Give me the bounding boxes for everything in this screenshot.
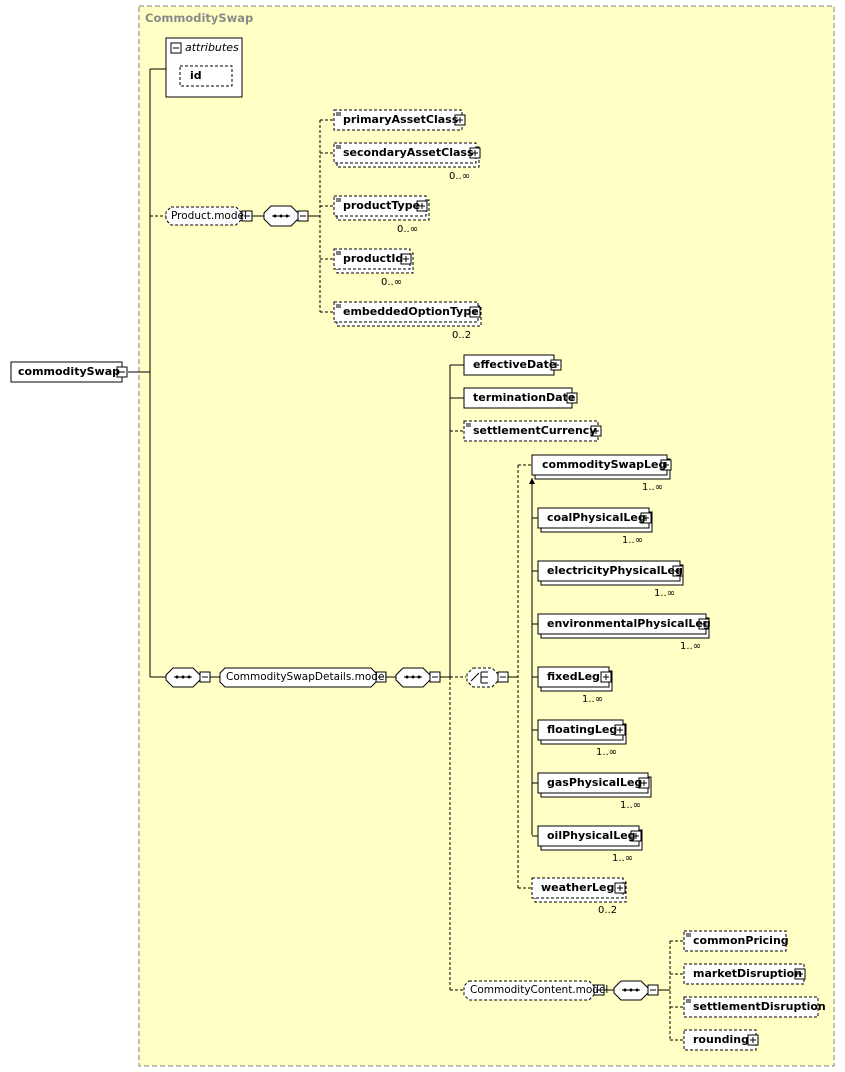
id-attribute-box[interactable] — [179, 65, 233, 87]
embeddedoptiontype-box[interactable] — [333, 301, 479, 323]
primaryassetclass-label: primaryAssetClass — [343, 113, 459, 126]
product-model-group[interactable] — [165, 206, 242, 226]
oilphysicalleg-label: oilPhysicalLeg — [547, 829, 636, 842]
substitution-arrow — [529, 478, 535, 484]
terminationdate-label: terminationDate — [473, 391, 576, 404]
fixedleg-label: fixedLeg — [547, 670, 600, 683]
weatherleg-cardinality: 0..2 — [598, 905, 618, 916]
product-model-label: Product.model — [171, 210, 247, 222]
fixedleg-cardinality: 1..∞ — [582, 694, 604, 705]
embeddedoptiontype-label: embeddedOptionType — [343, 305, 479, 318]
details-model-label: CommoditySwapDetails.model — [226, 671, 388, 683]
settlementdisruption-label: settlementDisruption — [693, 1000, 826, 1013]
productid-cardinality: 0..∞ — [381, 277, 403, 288]
settlementcurrency-box[interactable] — [463, 420, 599, 442]
settlementcurrency-label: settlementCurrency — [473, 424, 597, 437]
oilphysicalleg-cardinality: 1..∞ — [612, 853, 634, 864]
content-model-group[interactable] — [463, 980, 595, 1001]
electricityphysicalleg-label: electricityPhysicalLeg — [547, 564, 683, 577]
container-box — [138, 5, 835, 1067]
commonpricing-box[interactable] — [683, 930, 787, 952]
secondaryassetclass-label: secondaryAssetClass — [343, 146, 474, 159]
commonpricing-label: commonPricing — [693, 934, 789, 947]
rounding-label: rounding — [693, 1033, 749, 1046]
environmentalphysicalleg-cardinality: 1..∞ — [680, 641, 702, 652]
producttype-label: productType — [343, 199, 421, 212]
details-model-group[interactable] — [219, 667, 377, 688]
gasphysicalleg-cardinality: 1..∞ — [620, 800, 642, 811]
gasphysicalleg-label: gasPhysicalLeg — [547, 776, 643, 789]
secondaryassetclass-cardinality: 0..∞ — [449, 171, 471, 182]
root-label: commoditySwap — [18, 365, 121, 378]
attribute-id: id — [190, 69, 202, 82]
commodityswapleg-cardinality: 1..∞ — [642, 482, 664, 493]
settlementdisruption-box[interactable] — [683, 996, 819, 1018]
productid-label: productId — [343, 252, 404, 265]
electricityphysicalleg-cardinality: 1..∞ — [654, 588, 676, 599]
attributes-label: attributes — [185, 41, 239, 54]
commodityswapleg-label: commoditySwapLeg — [542, 458, 667, 471]
weatherleg-label: weatherLeg — [541, 881, 615, 894]
producttype-cardinality: 0..∞ — [397, 224, 419, 235]
content-model-label: CommodityContent.model — [470, 984, 609, 996]
coalphysicalleg-label: coalPhysicalLeg — [547, 511, 646, 524]
effectivedate-label: effectiveDate — [473, 358, 557, 371]
container-title: CommoditySwap — [145, 11, 254, 25]
floatingleg-label: floatingLeg — [547, 723, 618, 736]
marketdisruption-label: marketDisruption — [693, 967, 803, 980]
embeddedoptiontype-cardinality: 0..2 — [452, 330, 472, 341]
floatingleg-cardinality: 1..∞ — [596, 747, 618, 758]
environmentalphysicalleg-label: environmentalPhysicalLeg — [547, 617, 711, 630]
coalphysicalleg-cardinality: 1..∞ — [622, 535, 644, 546]
